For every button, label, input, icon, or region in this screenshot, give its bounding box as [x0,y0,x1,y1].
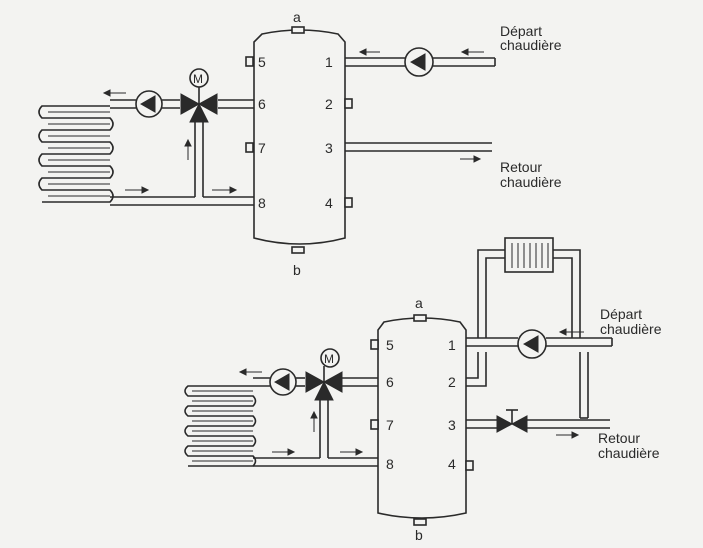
chaudiere-label-1b: chaudière [500,174,562,190]
sensor-stub-4b [465,460,474,471]
port-8-label: 8 [258,195,266,211]
port-7-label: 7 [258,140,266,156]
tank-bottom-label-1: b [293,262,301,278]
diagram-1: a b 5 6 7 8 1 2 3 4 [38,9,562,278]
tank-top-outlet-2 [413,314,427,322]
flow-arrow-icon [102,89,238,194]
valve-icon [496,409,528,433]
tank-top-label-2: a [415,295,423,311]
motor-label-2: M [324,352,334,366]
port-5-label: 5 [258,54,266,70]
bypass-pipe-1 [194,115,204,197]
tank-bottom-outlet-1 [291,246,305,254]
retour-label-2: Retour [598,430,640,446]
heating-supply-pipe-2 [253,377,378,387]
port-3b-label: 3 [448,417,456,433]
radiator-icon [504,237,554,273]
tank-bottom-outlet-2 [413,518,427,526]
flow-arrow-icon [238,368,364,456]
sensor-stub-7b [370,419,379,430]
port-1-label: 1 [325,54,333,70]
heating-supply-pipe-1 [110,99,254,109]
depart-label-1: Départ [500,23,542,39]
three-way-valve-icon [305,366,343,401]
port-4b-label: 4 [448,456,456,472]
port-7b-label: 7 [386,417,394,433]
chaudiere-label-2b: chaudière [598,445,660,461]
pump-icon [404,47,434,77]
boiler-supply-pipe-1 [345,57,496,67]
flow-arrow-icon [460,155,482,163]
heating-return-pipe-2 [253,457,378,467]
tank-top-label-1: a [293,9,301,25]
bypass-pipe-2 [319,394,329,458]
motor-icon: M [320,348,340,368]
chaudiere-label-1a: chaudière [500,37,562,53]
boiler-return-pipe-2 [466,419,610,429]
port-2b-label: 2 [448,374,456,390]
port-4-label: 4 [325,195,333,211]
flow-arrow-icon [556,431,580,439]
pump-icon [517,329,547,359]
three-way-valve-icon [180,87,218,123]
sensor-stub-5b [370,339,379,350]
sensor-stub-4 [344,197,353,208]
floor-heating-coil-icon [184,385,257,467]
tank-top-outlet-1 [291,26,305,34]
flow-arrow-icon [558,328,584,336]
heating-return-pipe-1 [110,196,254,206]
floor-heating-coil-icon [38,105,114,203]
port-6b-label: 6 [386,374,394,390]
diagram-2: a b 5 6 7 8 1 2 3 4 [184,237,662,543]
depart-label-2: Départ [600,306,642,322]
boiler-supply-pipe-2 [466,337,613,347]
pump-icon [135,90,163,118]
port-2-label: 2 [325,96,333,112]
radiator-circuit-pipe [477,249,589,419]
port-1b-label: 1 [448,337,456,353]
sensor-stub-5 [245,56,254,67]
motor-label-1: M [193,72,203,86]
port-5b-label: 5 [386,337,394,353]
tank-bottom-label-2: b [415,527,423,543]
sensor-stub-2 [344,98,353,109]
boiler-return-pipe-1 [345,142,492,152]
retour-label-1: Retour [500,159,542,175]
pump-icon [269,368,297,396]
chaudiere-label-2a: chaudière [600,321,662,337]
motor-icon: M [189,68,209,88]
sensor-stub-7 [245,142,254,153]
port-2-pipe [466,352,487,387]
flow-arrow-icon [358,48,484,56]
port-8b-label: 8 [386,456,394,472]
port-3-label: 3 [325,140,333,156]
port-6-label: 6 [258,96,266,112]
